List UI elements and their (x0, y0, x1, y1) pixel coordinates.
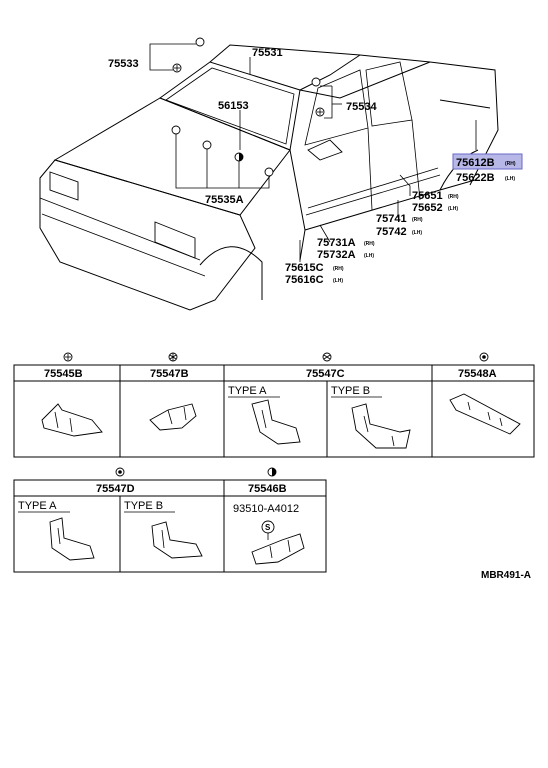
clip-75546B-sketch (251, 533, 305, 565)
label-75612B-sfx: (RH) (505, 161, 516, 167)
parts-table-2: 75547D 75546B TYPE A TYPE B 93510-A4012 … (13, 467, 327, 573)
table-1-type-b: TYPE B (331, 385, 370, 397)
label-75741-sfx: (RH) (412, 217, 423, 223)
windshield-glass (165, 67, 295, 145)
clip-75547D-type-a-sketch (49, 517, 95, 561)
label-75651: 75651 (412, 190, 443, 202)
table-1-frame (13, 364, 535, 458)
table-1-col-75547B: 75547B (150, 368, 189, 380)
table-2-col-75547D: 75547D (96, 483, 135, 495)
bumper-line-2 (41, 213, 206, 277)
label-75652-sfx: (LH) (448, 206, 458, 212)
table-2-type-a: TYPE A (18, 500, 57, 512)
door-line-1 (367, 127, 373, 211)
parts-table-1: 75545B 75547B 75547C 75548A TYPE A TYPE … (13, 352, 535, 458)
table-1-type-a: TYPE A (228, 385, 267, 397)
label-75622B-sfx: (LH) (505, 176, 515, 182)
clip-marker-star-2 (202, 140, 212, 150)
screw-badge-letter: S (265, 523, 271, 532)
clip-75547B-sketch (149, 403, 197, 431)
label-75651-sfx: (RH) (448, 194, 459, 200)
label-75533: 75533 (108, 58, 139, 70)
clip-marker-75534-top (311, 77, 321, 87)
label-75534: 75534 (346, 101, 377, 113)
label-75731A-sfx: (RH) (364, 241, 375, 247)
label-75535A: 75535A (205, 194, 244, 206)
door-line-2 (411, 119, 421, 201)
clip-75547C-type-b-sketch (351, 403, 411, 449)
label-75612B: 75612B (456, 157, 495, 169)
clip-marker-top (195, 37, 205, 47)
clip-75547C-type-a-sketch (251, 399, 301, 445)
body-molding (305, 174, 441, 216)
hood-outline (53, 97, 291, 216)
callouts: 75533 75531 56153 75534 75535A 75612B (R… (108, 47, 523, 286)
table-2-type-b: TYPE B (124, 500, 163, 512)
table-2-part-number: 93510-A4012 (233, 503, 299, 515)
label-75731A: 75731A (317, 237, 356, 249)
label-75741: 75741 (376, 213, 407, 225)
side-top (299, 54, 361, 91)
table-1-col-75547C: 75547C (306, 368, 345, 380)
label-75615C-sfx: (RH) (333, 266, 344, 272)
label-75531: 75531 (252, 47, 283, 59)
front-wheel-arch (199, 246, 263, 300)
table-1-col-75548A: 75548A (458, 368, 497, 380)
side-mirror (307, 139, 343, 161)
label-56153: 56153 (218, 100, 249, 112)
headlight-left (49, 171, 79, 201)
clip-75547D-type-b-sketch (151, 521, 203, 559)
a-pillar (289, 149, 306, 261)
table-1-col-75545B: 75545B (44, 368, 83, 380)
molding-75548A-sketch (449, 393, 521, 435)
table-2-frame (13, 479, 327, 573)
table-2-col-75546B: 75546B (248, 483, 287, 495)
label-75616C: 75616C (285, 274, 324, 286)
leader-lines (149, 43, 477, 262)
highlight-75612B (452, 153, 523, 170)
clip-75545B-sketch (41, 403, 103, 437)
label-75732A-sfx: (LH) (364, 253, 374, 259)
label-75732A: 75732A (317, 249, 356, 261)
body-molding-2 (307, 167, 439, 209)
label-75652: 75652 (412, 202, 443, 214)
front-side-window (304, 69, 369, 146)
label-75615C: 75615C (285, 262, 324, 274)
clip-marker-star-1 (171, 125, 181, 135)
bed-rail (439, 99, 491, 109)
roof-outline (209, 44, 431, 99)
truck-illustration (39, 37, 499, 311)
diagram-code: MBR491-A (481, 570, 531, 581)
label-75622B: 75622B (456, 172, 495, 184)
label-75742-sfx: (LH) (412, 230, 422, 236)
headlight-right (154, 221, 196, 259)
label-75616C-sfx: (LH) (333, 278, 343, 284)
clip-marker-star-3 (264, 167, 274, 177)
rear-side-window (365, 61, 413, 127)
label-75742: 75742 (376, 226, 407, 238)
front-outline (39, 159, 256, 311)
